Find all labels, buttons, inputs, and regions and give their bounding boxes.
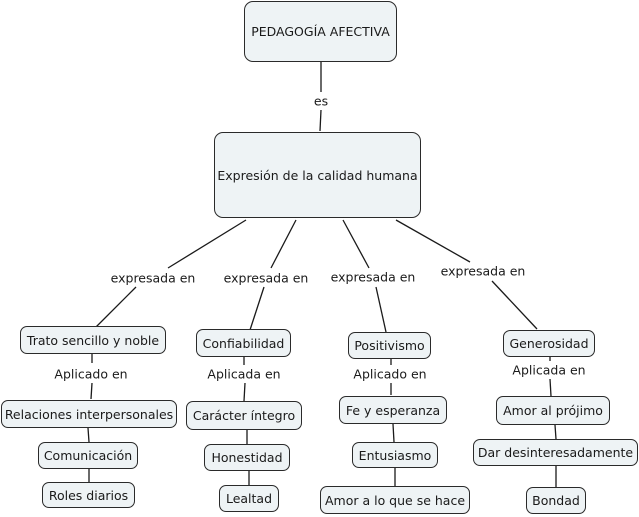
concept-label: Fe y esperanza [345, 402, 441, 418]
concept-label: Confiabilidad [202, 335, 285, 351]
concept-label: Roles diarios [48, 487, 129, 503]
concept-roles-diarios[interactable]: Roles diarios [42, 482, 135, 508]
connector-line [95, 286, 137, 328]
concept-label: Trato sencillo y noble [26, 332, 160, 348]
concept-honestidad[interactable]: Honestidad [204, 444, 290, 471]
link-label-aplicado: Aplicado en [351, 366, 429, 382]
concept-lealtad[interactable]: Lealtad [219, 485, 279, 512]
concept-label: Honestidad [211, 450, 283, 465]
concept-root[interactable]: PEDAGOGÍA AFECTIVA [244, 1, 397, 62]
link-label-es: es [311, 93, 331, 109]
connector-line [342, 219, 370, 269]
concept-dar-desinteresadamente[interactable]: Dar desinteresadamente [473, 439, 638, 466]
connector-line [270, 219, 297, 269]
concept-main-label: Expresión de la calidad humana [217, 167, 418, 183]
connector-line [87, 427, 90, 443]
connector-line [549, 378, 552, 397]
connector-line [90, 382, 93, 400]
concept-root-label: PEDAGOGÍA AFECTIVA [251, 24, 390, 39]
concept-entusiasmo[interactable]: Entusiasmo [352, 442, 438, 468]
link-label-expresada: expresada en [438, 263, 528, 279]
concept-amor-a-lo-que-se-hace[interactable]: Amor a lo que se hace [320, 486, 470, 514]
concept-relaciones-interpersonales[interactable]: Relaciones interpersonales [1, 400, 177, 428]
concept-label: Bondad [532, 493, 580, 508]
concept-trato-sencillo[interactable]: Trato sencillo y noble [20, 326, 166, 354]
connector-line [392, 423, 395, 443]
concept-label: Positivismo [354, 338, 425, 353]
concept-label: Entusiasmo [358, 447, 432, 463]
concept-label: Comunicación [43, 448, 133, 463]
connector-line [243, 382, 246, 402]
connector-line [395, 219, 471, 263]
concept-label: Dar desinteresadamente [477, 445, 634, 460]
concept-caracter-integro[interactable]: Carácter íntegro [186, 401, 302, 430]
concept-fe-y-esperanza[interactable]: Fe y esperanza [339, 396, 447, 424]
concept-label: Amor a lo que se hace [324, 492, 466, 508]
connector-line [375, 286, 387, 333]
link-label-expresada: expresada en [108, 270, 198, 286]
concept-positivismo[interactable]: Positivismo [348, 332, 431, 359]
link-label-expresada: expresada en [328, 269, 418, 285]
concept-comunicacion[interactable]: Comunicación [38, 442, 138, 469]
concept-bondad[interactable]: Bondad [526, 487, 586, 514]
concept-amor-al-projimo[interactable]: Amor al prójimo [496, 396, 610, 425]
concept-label: Carácter íntegro [192, 408, 296, 423]
link-label-aplicada: Aplicada en [205, 366, 283, 382]
concept-main[interactable]: Expresión de la calidad humana [214, 132, 421, 218]
concept-label: Lealtad [225, 491, 273, 506]
concept-confiabilidad[interactable]: Confiabilidad [196, 329, 291, 357]
connector-line [249, 286, 265, 331]
link-label-aplicado: Aplicado en [52, 366, 130, 382]
concept-generosidad[interactable]: Generosidad [503, 330, 595, 357]
concept-label: Amor al prójimo [503, 403, 603, 418]
connector-line [319, 109, 322, 132]
connector-line [491, 280, 538, 330]
connector-line [554, 424, 557, 440]
link-label-aplicada: Aplicada en [510, 362, 588, 378]
concept-label: Generosidad [509, 336, 589, 351]
link-label-expresada: expresada en [221, 270, 311, 286]
connector-line [167, 219, 247, 269]
concept-label: Relaciones interpersonales [4, 406, 174, 422]
